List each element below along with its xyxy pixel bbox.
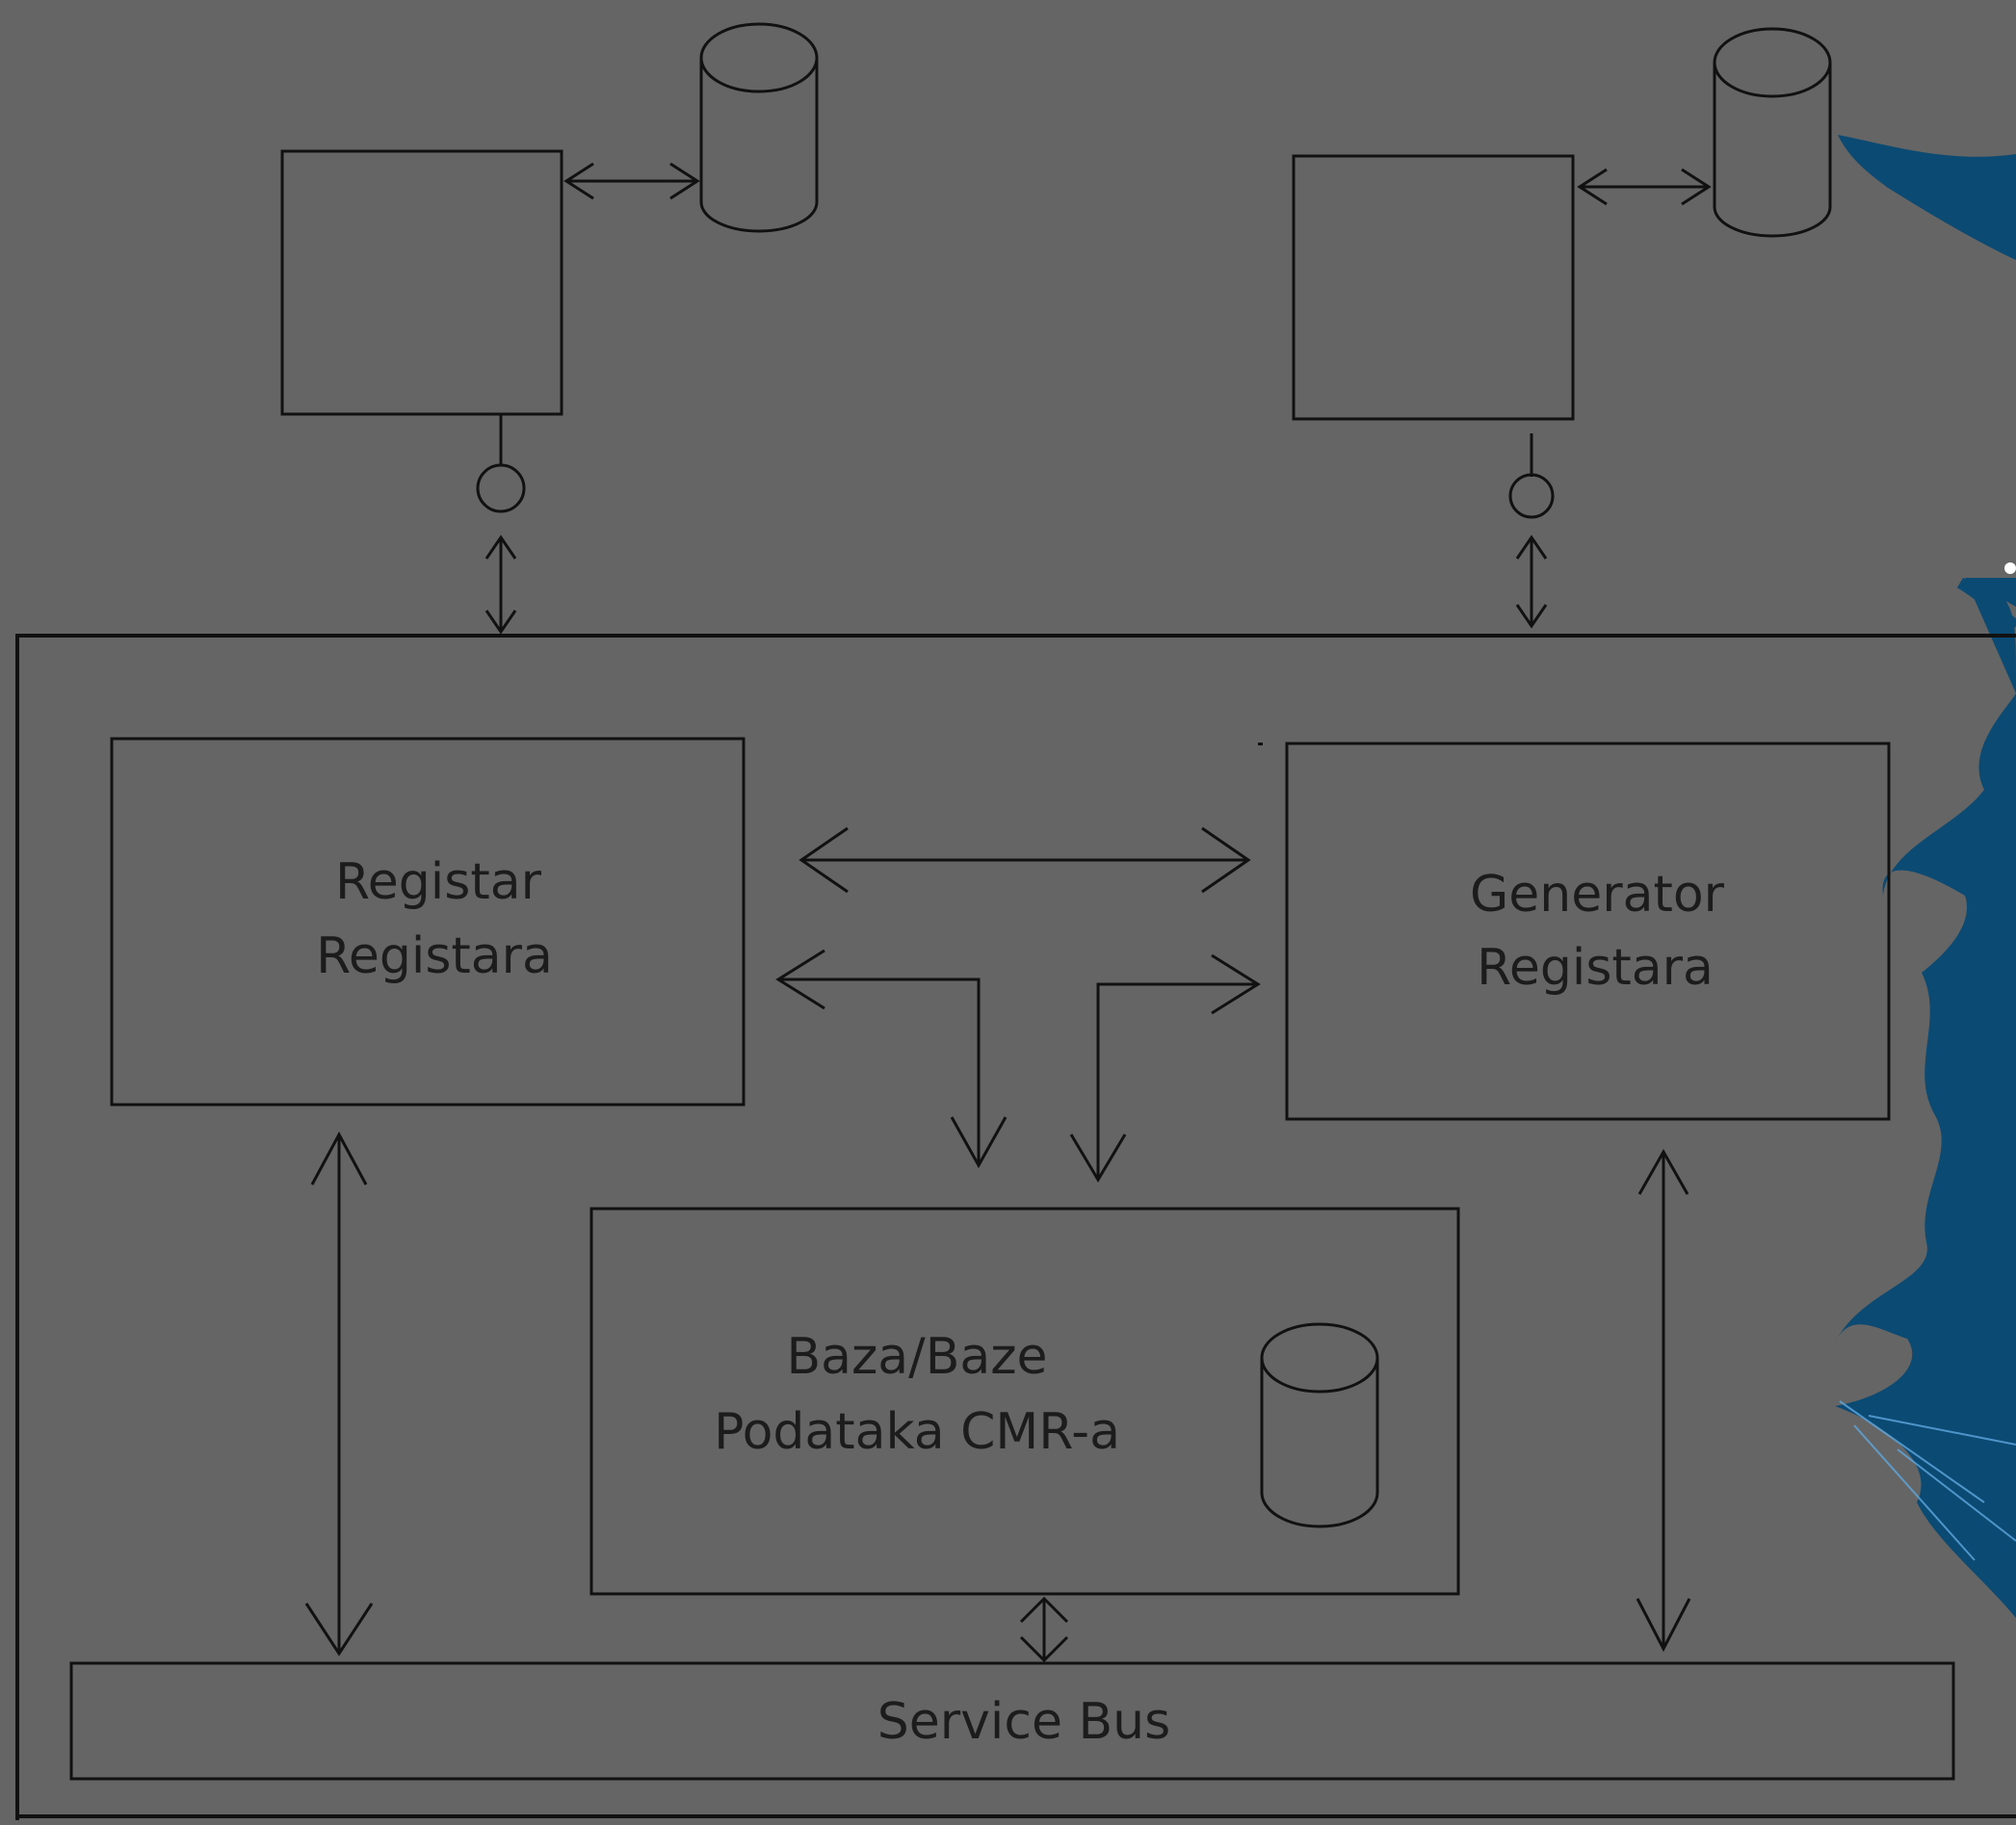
registar-registara-label-2: Registara xyxy=(316,927,553,985)
bidirectional-arrow xyxy=(799,826,1251,894)
external-component-right xyxy=(1292,27,1832,629)
interface-lollipop-icon xyxy=(476,414,526,513)
generator-registara-label-1: Generator xyxy=(1470,866,1725,924)
stray-mark xyxy=(1258,743,1263,745)
registar-registara-label-1: Registar xyxy=(335,853,542,911)
service-bus-label: Service Bus xyxy=(877,1693,1170,1751)
component-box xyxy=(1292,154,1575,421)
bidirectional-arrow xyxy=(1577,168,1712,206)
decorative-splash xyxy=(1835,135,2016,1618)
generator-registara-box: Generator Registara xyxy=(1285,742,1891,1121)
registar-registara-box: Registar Registara xyxy=(110,737,746,1107)
bidirectional-arrow xyxy=(563,162,700,200)
bidirectional-arrow xyxy=(1019,1596,1069,1663)
database-icon xyxy=(699,22,819,233)
database-icon xyxy=(1260,1322,1379,1528)
elbow-arrow-generator-baza xyxy=(1069,953,1261,1183)
system-boundary xyxy=(15,634,2016,1820)
external-component-left xyxy=(280,22,819,635)
baza-podataka-box: Baza/Baze Podataka CMR-a xyxy=(589,1207,1460,1596)
baza-podataka-label-1: Baza/Baze xyxy=(786,1328,1047,1386)
service-bus-box: Service Bus xyxy=(69,1661,1955,1781)
baza-podataka-label-2: Podataka CMR-a xyxy=(714,1403,1120,1461)
database-icon xyxy=(1713,27,1832,238)
interface-lollipop-icon xyxy=(1508,433,1555,519)
bidirectional-arrow xyxy=(484,534,517,635)
bidirectional-arrow xyxy=(1636,1148,1691,1653)
bidirectional-arrow xyxy=(1515,534,1548,629)
elbow-arrow-registar-baza xyxy=(775,949,1008,1169)
component-box xyxy=(280,149,563,416)
bidirectional-arrow xyxy=(304,1131,374,1656)
generator-registara-label-2: Registara xyxy=(1477,939,1714,997)
